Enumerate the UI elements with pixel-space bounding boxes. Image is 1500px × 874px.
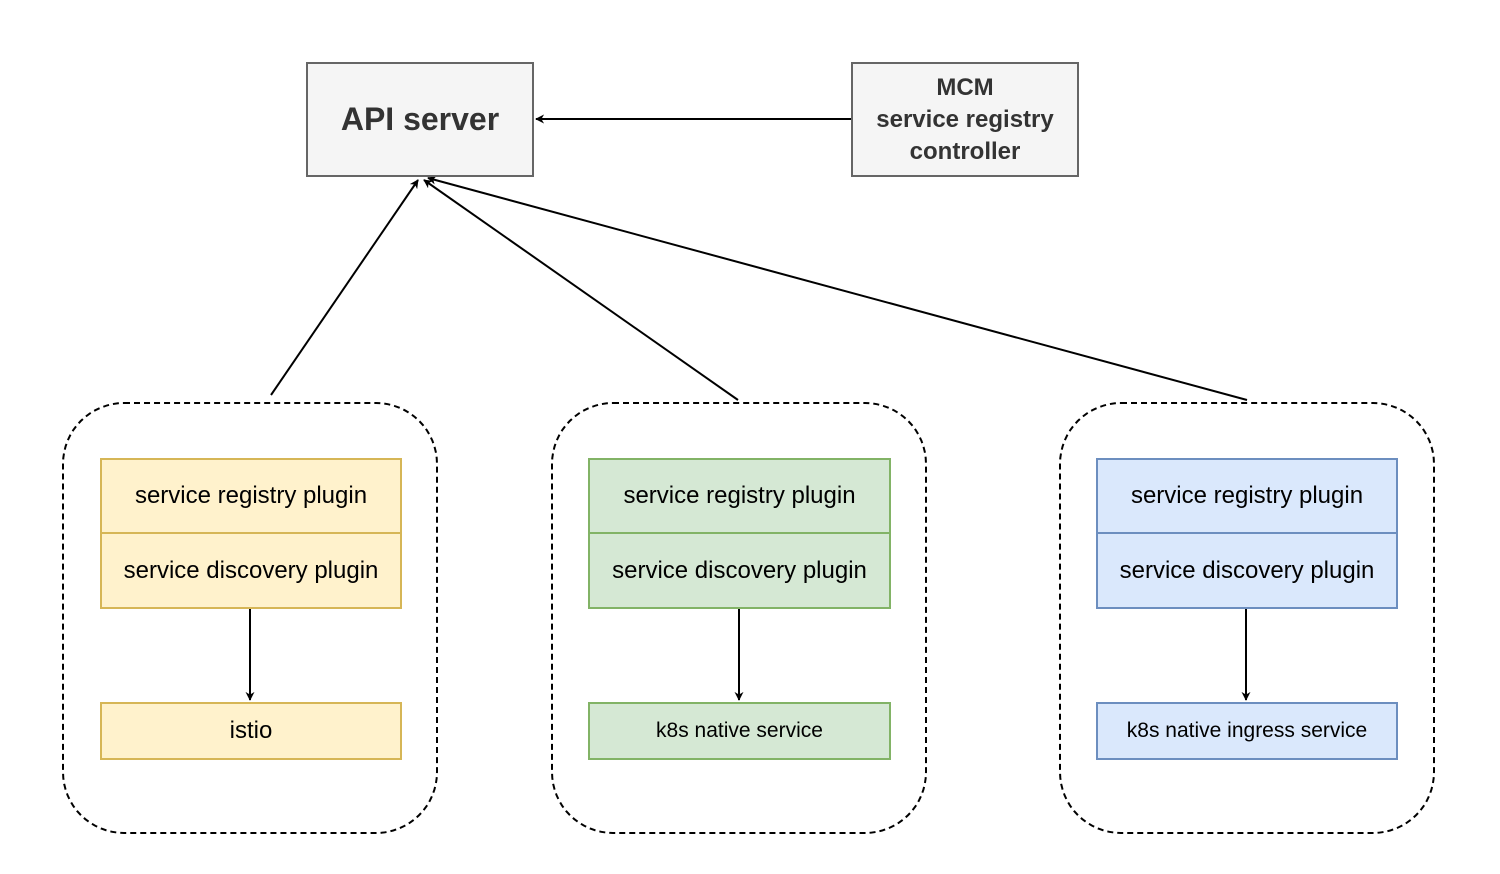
discovery-plugin-box: service discovery plugin xyxy=(1096,532,1398,609)
discovery-plugin-box: service discovery plugin xyxy=(588,532,891,609)
edge-cluster2-to-api xyxy=(423,179,739,401)
registry-plugin-label: service registry plugin xyxy=(623,482,856,509)
registry-plugin-box: service registry plugin xyxy=(588,458,891,534)
cluster-k8s-ingress xyxy=(1059,402,1435,834)
target-service-label: k8s native service xyxy=(656,719,823,742)
edge-cluster1-to-api xyxy=(270,179,419,396)
discovery-plugin-box: service discovery plugin xyxy=(100,532,402,609)
mcm-line-1: MCM xyxy=(936,73,994,101)
discovery-plugin-label: service discovery plugin xyxy=(612,556,867,584)
api-server-label: API server xyxy=(340,101,500,137)
target-service-label: istio xyxy=(229,717,273,744)
discovery-plugin-label: service discovery plugin xyxy=(1119,556,1375,584)
edge-cluster3-to-api xyxy=(427,175,1248,401)
cluster-istio xyxy=(62,402,438,834)
registry-plugin-box: service registry plugin xyxy=(100,458,402,534)
discovery-plugin-label: service discovery plugin xyxy=(123,556,379,584)
target-service-box: k8s native ingress service xyxy=(1096,702,1398,760)
mcm-controller-node: MCM service registry controller xyxy=(851,62,1079,177)
target-service-label: k8s native ingress service xyxy=(1126,719,1368,742)
mcm-line-2: service registry xyxy=(876,105,1054,133)
api-server-node: API server xyxy=(306,62,534,177)
registry-plugin-label: service registry plugin xyxy=(134,482,368,509)
target-service-box: k8s native service xyxy=(588,702,891,760)
registry-plugin-box: service registry plugin xyxy=(1096,458,1398,534)
cluster-k8s-native xyxy=(551,402,927,834)
target-service-box: istio xyxy=(100,702,402,760)
registry-plugin-label: service registry plugin xyxy=(1130,482,1364,509)
mcm-line-3: controller xyxy=(909,137,1021,165)
